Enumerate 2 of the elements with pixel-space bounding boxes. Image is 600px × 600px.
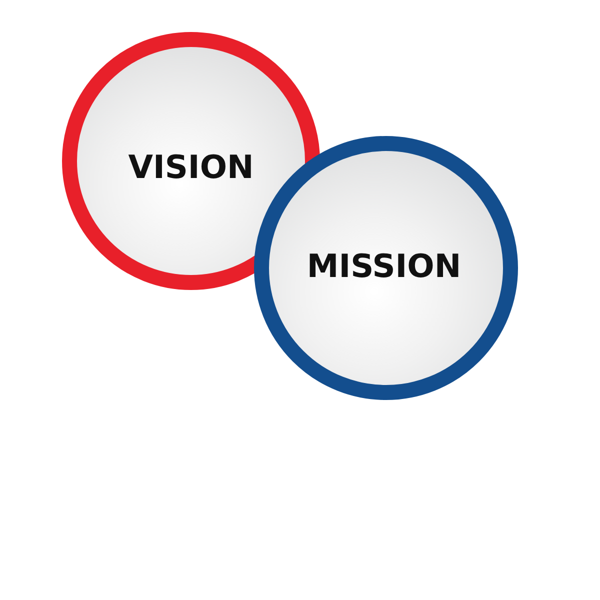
circle-label: VISION [128,148,254,186]
circle-label: MISSION [306,247,462,285]
